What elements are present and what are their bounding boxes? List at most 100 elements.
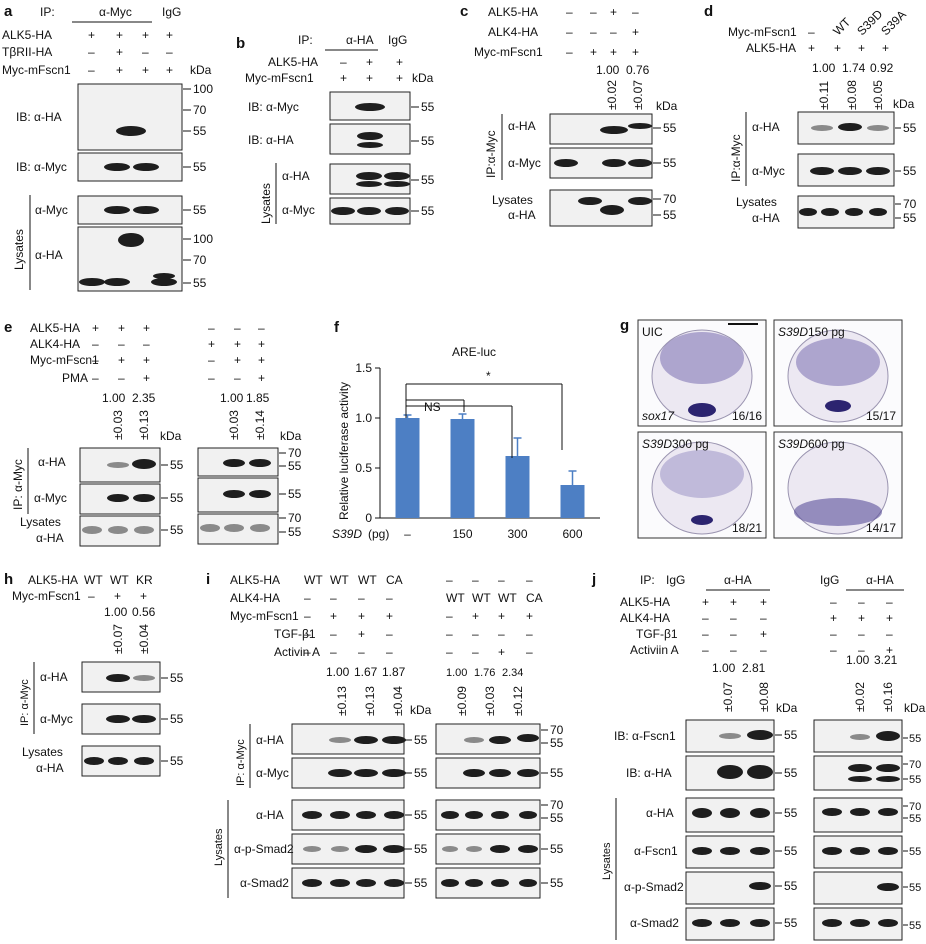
- g-ratio-2: 18/21: [732, 521, 762, 535]
- b-igg-label: IgG: [388, 33, 407, 47]
- j-sign: +: [760, 595, 767, 609]
- i-quant: 1.67: [354, 665, 378, 679]
- chart-error-bars: [403, 413, 577, 485]
- a-kda: kDa: [190, 63, 212, 77]
- c-kda: kDa: [656, 99, 678, 113]
- chart-ylabel: Relative luciferase activity: [337, 382, 351, 520]
- e-markers-right: 70 55 55 70 55: [279, 446, 302, 539]
- c-label-ha: α-HA: [508, 119, 536, 133]
- i-marker: 55: [550, 736, 564, 750]
- panel-letter-j: j: [591, 571, 596, 588]
- g-sub-0: sox17: [642, 409, 675, 423]
- j-lysates: Lysates: [601, 842, 613, 880]
- chart-y-tick-label: 0.5: [355, 461, 372, 475]
- panel-letter-h: h: [4, 571, 13, 588]
- i-quant: 1.00: [326, 665, 350, 679]
- e-marker: 55: [288, 487, 302, 501]
- h-quant: 1.00: [104, 605, 128, 619]
- a-sign: +: [142, 28, 149, 42]
- c-signs: – – + – – – – + – + + +: [566, 5, 639, 59]
- chart-bars: [395, 418, 585, 518]
- c-sign: +: [632, 25, 639, 39]
- e-sign: +: [118, 321, 125, 335]
- c-marker: 70: [663, 192, 677, 206]
- chart-bar: [560, 485, 585, 518]
- a-band: [118, 233, 144, 247]
- e-quant: 1.00: [102, 391, 126, 405]
- a-band: [104, 163, 130, 171]
- i-marker: 70: [550, 798, 564, 812]
- chart-bar: [395, 418, 420, 518]
- a-sign: –: [88, 63, 95, 77]
- d-sign: +: [808, 41, 815, 55]
- h-lysates: Lysates: [22, 745, 63, 759]
- i-sign: –: [358, 645, 365, 659]
- j-marker: 70: [909, 801, 921, 813]
- j-psmad: α-p-Smad2: [624, 880, 684, 894]
- j-sign: –: [730, 627, 737, 641]
- a-lys-ha: α-HA: [35, 248, 63, 262]
- c-sign: +: [610, 5, 617, 19]
- d-sd: ±0.11: [817, 81, 831, 110]
- b-sign: +: [366, 55, 373, 69]
- i-marker: 55: [550, 842, 564, 856]
- b-ib-myc: IB: α-Myc: [248, 100, 299, 114]
- j-lys-fscn: α-Fscn1: [634, 844, 678, 858]
- j-marker: 55: [784, 766, 798, 780]
- i-marker: 55: [550, 811, 564, 825]
- chart-bar: [505, 456, 530, 518]
- chart-y-tick-label: 0: [365, 511, 372, 525]
- i-sd: ±0.04: [391, 686, 405, 716]
- g-title-1: 150 pg: [808, 325, 845, 339]
- chart-xlabel-rest: (pg): [368, 527, 389, 541]
- j-smad: α-Smad2: [630, 916, 679, 930]
- h-sd: ±0.07: [111, 624, 125, 654]
- j-sign: +: [886, 643, 893, 657]
- i-sd-r: ±0.09: [455, 686, 469, 716]
- d-sign: +: [834, 41, 841, 55]
- a-marker: 55: [193, 124, 207, 138]
- i-sign: –: [386, 645, 393, 659]
- b-row-label-1: Myc-mFscn1: [245, 71, 314, 85]
- sig-star: *: [486, 369, 491, 383]
- j-sign: +: [760, 627, 767, 641]
- h-sd: ±0.04: [137, 624, 151, 654]
- e-row-label: Myc-mFscn1: [30, 353, 99, 367]
- chart-x-tick-label: 300: [507, 527, 527, 541]
- i-sign: –: [304, 591, 311, 605]
- e-marker: 55: [288, 459, 302, 473]
- a-band: [104, 206, 130, 214]
- j-sign: –: [730, 643, 737, 657]
- j-signs-left: +++–––––+–––: [702, 595, 767, 657]
- j-kda-right: kDa: [904, 701, 926, 715]
- i-marker: 55: [550, 876, 564, 890]
- i-row-label: Myc-mFscn1: [230, 609, 299, 623]
- panel-letter-d: d: [704, 3, 713, 20]
- c-lys-ha: α-HA: [508, 208, 536, 222]
- j-marker: 55: [784, 806, 798, 820]
- j-sign: +: [830, 611, 837, 625]
- e-sd: ±0.13: [137, 410, 151, 440]
- b-sign: +: [340, 71, 347, 85]
- a-sign: +: [88, 28, 95, 42]
- b-marker: 55: [421, 100, 435, 114]
- j-marker: 55: [784, 879, 798, 893]
- c-sign: –: [632, 5, 639, 19]
- j-sign: –: [858, 627, 865, 641]
- e-marker: 70: [288, 511, 302, 525]
- e-row-label: ALK4-HA: [30, 337, 80, 351]
- e-marker: 55: [170, 523, 184, 537]
- i-sign: –: [446, 627, 453, 641]
- j-ip-ab-right: α-HA: [866, 573, 894, 587]
- j-sign: +: [730, 595, 737, 609]
- e-sign: –: [143, 337, 150, 351]
- i-sign: –: [330, 591, 337, 605]
- j-quant: 1.00: [712, 661, 736, 675]
- panel-letter-i: i: [206, 571, 210, 588]
- j-blot-ha-right: [813, 755, 903, 791]
- panel-letter-c: c: [460, 3, 468, 20]
- e-sign: –: [92, 371, 99, 385]
- a-lysates: Lysates: [12, 229, 26, 270]
- c-row-label: ALK4-HA: [488, 25, 538, 39]
- chart-xlabel-italic: S39D: [332, 527, 362, 541]
